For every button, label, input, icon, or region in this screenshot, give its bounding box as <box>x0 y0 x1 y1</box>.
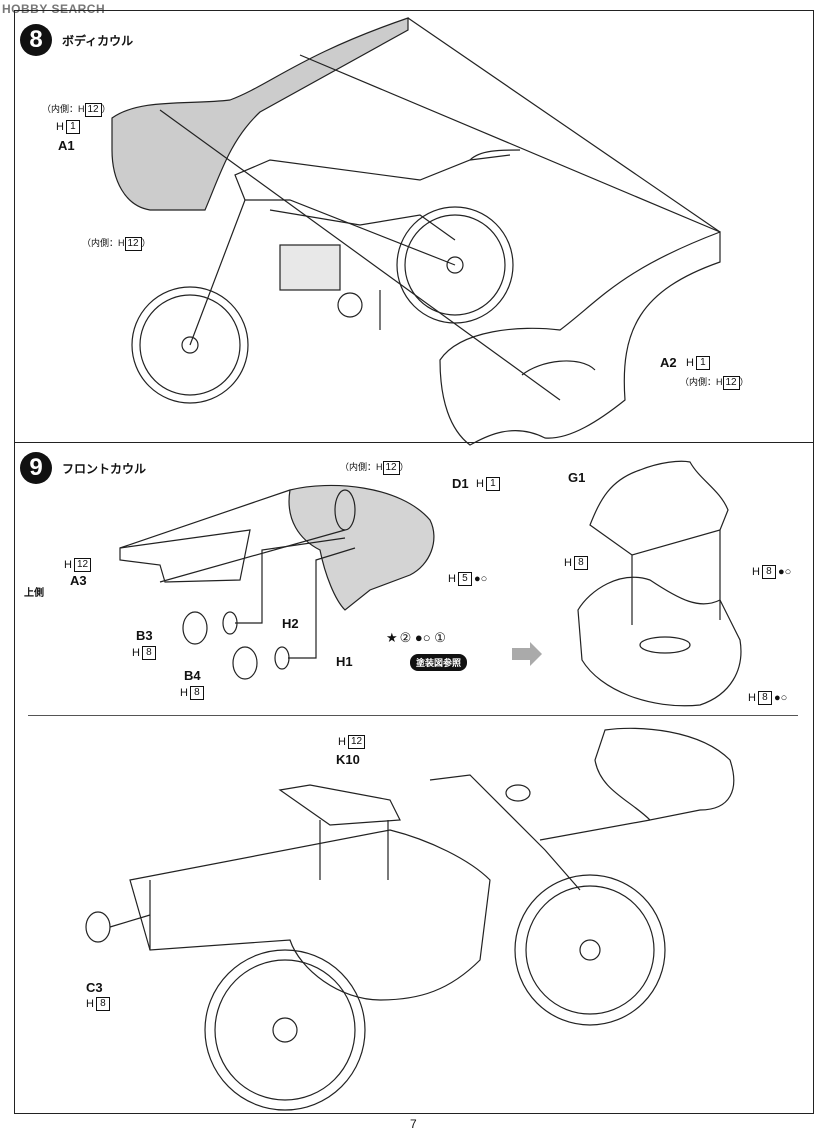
paint-steps: ★② ●○ ① <box>386 630 446 645</box>
part-label-a1: A1 <box>58 138 75 153</box>
step-number-8: 8 <box>20 24 52 56</box>
part-label-b3: B3 <box>136 628 153 643</box>
subsection-divider <box>28 715 798 716</box>
section-divider <box>14 442 814 443</box>
page-frame <box>14 10 814 1114</box>
part-label-a2: A2 <box>660 355 677 370</box>
step-9-title: フロントカウル <box>62 462 147 476</box>
part-label-k10: K10 <box>336 752 360 767</box>
upper-side-label: 上側 <box>24 588 44 599</box>
watermark-logo: HOBBY SEARCH <box>2 2 106 16</box>
part-label-d1: D1 <box>452 476 469 491</box>
part-label-c3: C3 <box>86 980 103 995</box>
two-tone-icon: ●○ <box>773 692 788 704</box>
paint-reference-badge: 塗装図参照 <box>410 654 468 671</box>
two-tone-icon: ●○ <box>777 566 792 578</box>
part-label-h1: H1 <box>336 654 353 669</box>
part-label-g1: G1 <box>568 470 586 485</box>
star-icon: ★ <box>386 630 398 645</box>
part-label-a3: A3 <box>70 573 87 588</box>
step-8-title: ボディカウル <box>62 34 134 48</box>
two-tone-icon: ●○ <box>473 573 488 585</box>
page-number: 7 <box>410 1117 417 1131</box>
part-label-h2: H2 <box>282 616 299 631</box>
step-number-9: 9 <box>20 452 52 484</box>
part-label-b4: B4 <box>184 668 201 683</box>
